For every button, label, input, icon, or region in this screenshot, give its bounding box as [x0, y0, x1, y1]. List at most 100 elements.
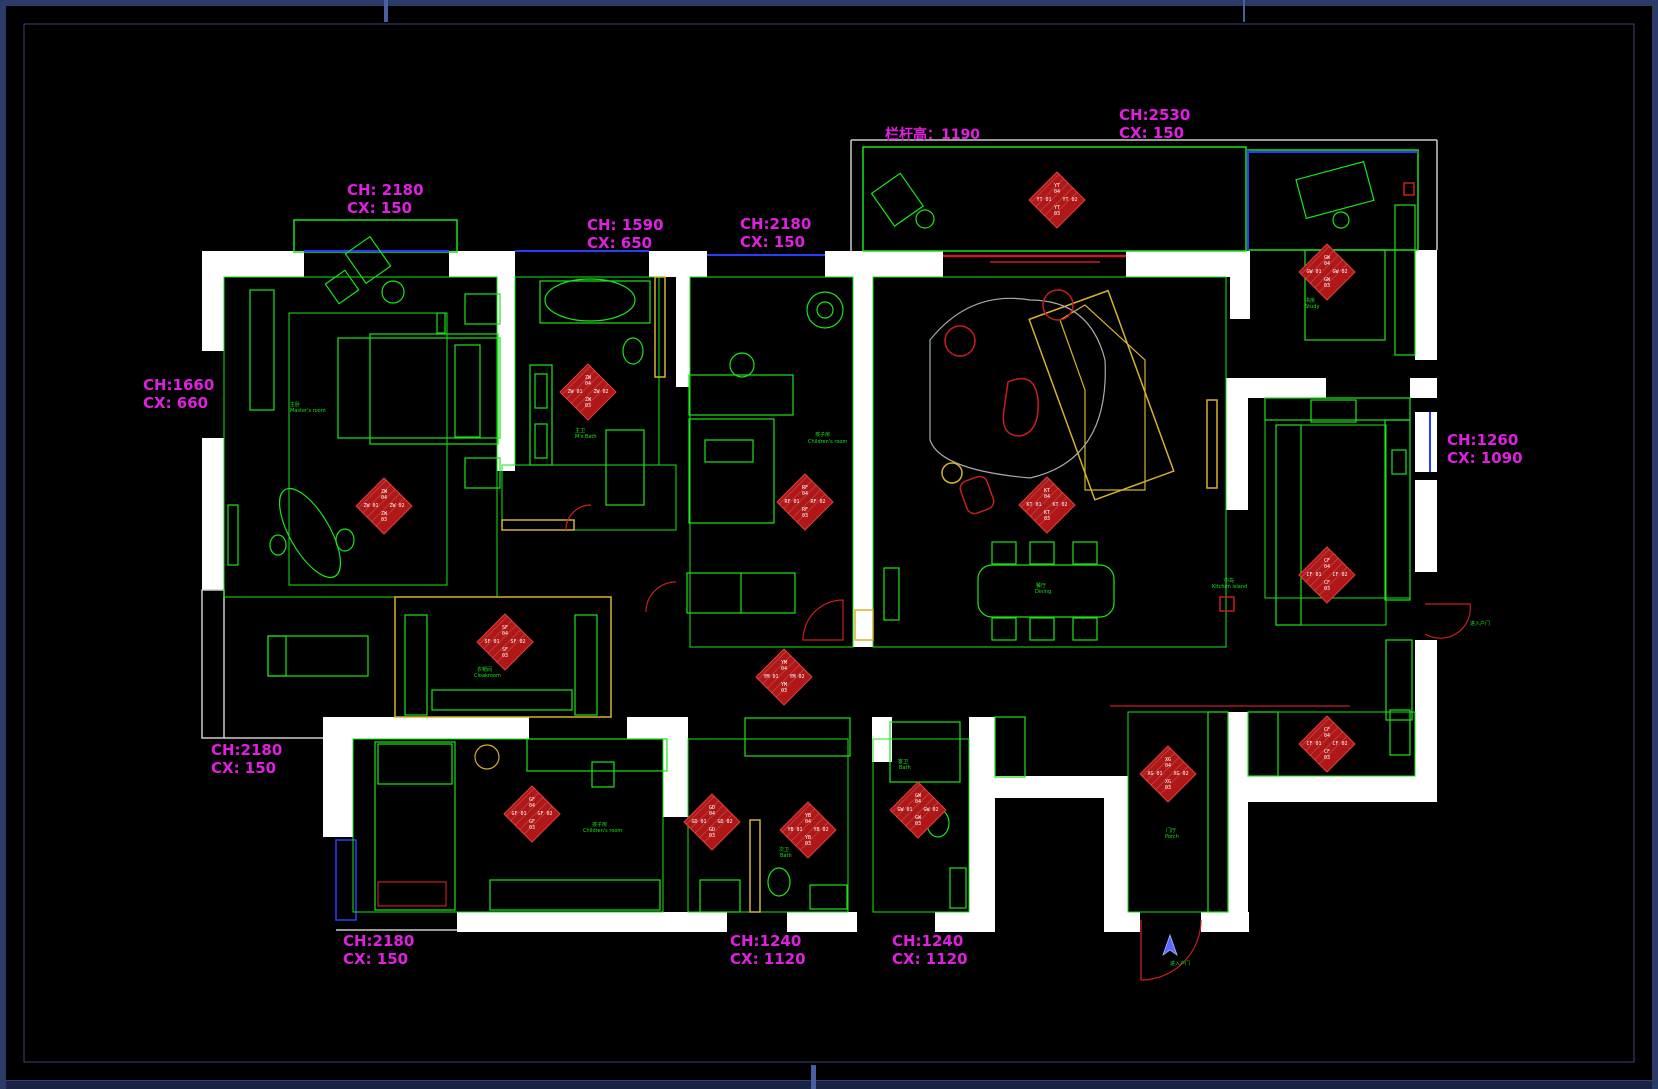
tag-diamond: [476, 613, 534, 671]
tag-left: CF 01: [1306, 741, 1321, 747]
tag-mid: 04: [1324, 261, 1330, 267]
annot-ch-7: CH:2180: [211, 741, 282, 759]
tag-bottom: CF: [1324, 749, 1330, 755]
closet-label-en: Cloakroom: [474, 673, 501, 679]
tag-left: ZW 01: [363, 503, 378, 509]
tag-bottom: GD: [709, 827, 715, 833]
tag-bottom2: 03: [502, 653, 508, 659]
tag-bottom: YM: [781, 682, 787, 688]
tag-bottom2: 03: [1044, 516, 1050, 522]
tag-bottom2: 03: [1165, 785, 1171, 791]
tag-bottom2: 03: [381, 517, 387, 523]
tag-bottom: RF: [802, 507, 808, 513]
master-bath-label-en: M's Bath: [575, 434, 597, 440]
north-arrow-icon: [1162, 933, 1178, 957]
tag-bottom2: 03: [805, 841, 811, 847]
tag-bottom2: 03: [1054, 211, 1060, 217]
tag-top: RF: [802, 485, 808, 491]
tag-top: GD: [709, 805, 715, 811]
tag-right: GW 02: [923, 807, 938, 813]
tag-mid: 04: [1054, 189, 1060, 195]
tag-mid: 04: [915, 799, 921, 805]
tag-bottom: YT: [1054, 205, 1060, 211]
tag-mid: 04: [1324, 564, 1330, 570]
tag-diamond: [889, 781, 947, 839]
tag-left: GD 01: [691, 819, 706, 825]
annot-ch-8: CH:2180: [343, 932, 414, 950]
annot-cx-8: CX: 150: [343, 950, 408, 968]
child2-label-en: Children's room: [583, 828, 622, 834]
tag-bottom: ZW: [381, 511, 388, 517]
tag-left: ZW 01: [567, 389, 582, 395]
tag-top: YM: [781, 660, 787, 666]
tag-bottom: ZW: [585, 397, 592, 403]
tag-bottom: CF: [1324, 580, 1330, 586]
tag-right: XG 02: [1173, 771, 1188, 777]
tag-top: ZW: [585, 375, 592, 381]
tag-right: RF 02: [810, 499, 825, 505]
annot-cx-10: CX: 1120: [892, 950, 968, 968]
tag-top: GW: [1324, 255, 1331, 261]
tag-right: GW 02: [1332, 269, 1347, 275]
drawing-border: [23, 23, 1635, 1063]
tag-top: XG: [1165, 757, 1171, 763]
annot-cx-5: CX: 660: [143, 394, 208, 412]
annot-cx-9: CX: 1120: [730, 950, 806, 968]
tag-bottom: GW: [1324, 277, 1331, 283]
tag-left: YM 01: [763, 674, 778, 680]
tag-diamond: [1028, 171, 1086, 229]
walls: [202, 250, 1437, 932]
kitchen-label-cn: 中岛: [1224, 577, 1234, 584]
tag-diamond: [1298, 243, 1356, 301]
window-lines: [304, 150, 1431, 472]
tag-diamond: [503, 785, 561, 843]
child2-label-cn: 孩子房: [592, 821, 607, 828]
viewport-right-border: [1652, 0, 1658, 1089]
entry2-label: 进入户门: [1470, 620, 1490, 627]
tag-top: ZW: [381, 489, 388, 495]
tag-right: YM 02: [789, 674, 804, 680]
tag-left: YB 01: [787, 827, 802, 833]
tag-left: SF 01: [484, 639, 499, 645]
tag-mid: 04: [381, 495, 387, 501]
tag-right: ZW 02: [389, 503, 404, 509]
tag-left: CF 01: [1306, 572, 1321, 578]
tag-diamond: [559, 363, 617, 421]
tag-bottom2: 03: [1324, 586, 1330, 592]
side-table: [941, 462, 963, 484]
tag-right: GD 02: [717, 819, 732, 825]
viewport-top-border: [0, 0, 1658, 6]
tag-top: KT: [1044, 488, 1050, 494]
tag-left: RF 01: [784, 499, 799, 505]
tag-diamond: [355, 477, 413, 535]
bath2-label-cn: 客卫: [898, 758, 908, 765]
tag-top: CF: [1324, 727, 1330, 733]
tag-left: YT 01: [1036, 197, 1051, 203]
master-room-label-en: Master's room: [290, 408, 326, 414]
tag-mid: 04: [502, 631, 508, 637]
tag-bottom: YB: [805, 835, 811, 841]
viewport-tick: [384, 0, 388, 22]
tag-mid: 04: [1324, 733, 1330, 739]
tag-diamond: [755, 648, 813, 706]
kitchen-label-en: Kitchen island: [1212, 584, 1247, 590]
tag-diamond: [1018, 476, 1076, 534]
tag-right: CF 02: [1332, 572, 1347, 578]
tag-diamond: [683, 793, 741, 851]
tag-top: CF: [1324, 558, 1330, 564]
doors: [565, 504, 1471, 981]
porch-label-cn: 门厅: [1166, 827, 1176, 834]
tag-left: GW 01: [1306, 269, 1321, 275]
tag-diamond: [776, 473, 834, 531]
tag-diamond: [779, 801, 837, 859]
tag-bottom2: 03: [781, 688, 787, 694]
